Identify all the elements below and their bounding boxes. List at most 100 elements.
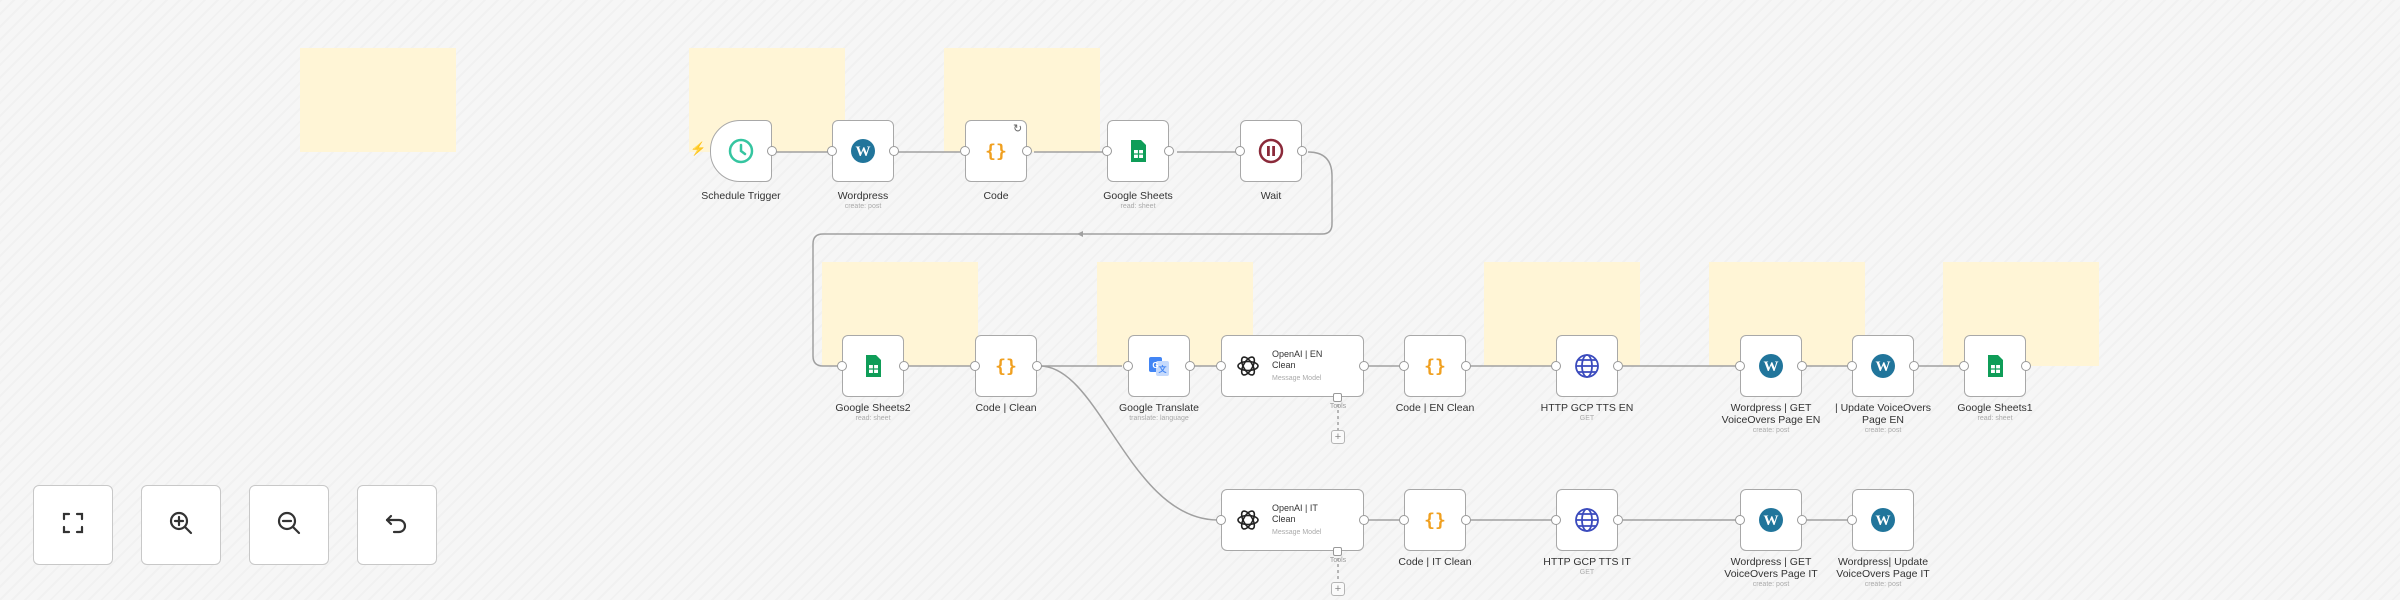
output-handle[interactable] [1185, 361, 1195, 371]
tools-handle[interactable] [1333, 393, 1342, 402]
node-label: Code | EN Clean [1395, 402, 1475, 414]
node-wordpress-get-it[interactable]: W [1740, 489, 1802, 551]
output-handle[interactable] [899, 361, 909, 371]
refresh-icon: ↻ [1013, 123, 1023, 135]
node-code-en-clean[interactable]: {} [1404, 335, 1466, 397]
tools-handle[interactable] [1333, 547, 1342, 556]
output-handle[interactable] [1164, 146, 1174, 156]
openai-icon [1232, 504, 1264, 536]
code-braces-icon: {} [1419, 350, 1451, 382]
node-http-gcp-tts-it[interactable] [1556, 489, 1618, 551]
output-handle[interactable] [1032, 361, 1042, 371]
zoom-out-icon [272, 506, 306, 545]
node-label: Code [983, 190, 1009, 202]
google-sheets-icon [1122, 135, 1154, 167]
output-handle[interactable] [1797, 515, 1807, 525]
node-schedule-trigger[interactable] [710, 120, 772, 182]
node-label: Schedule Trigger [701, 190, 781, 202]
svg-text:{}: {} [995, 356, 1017, 377]
output-handle[interactable] [1909, 361, 1919, 371]
node-label: Code | IT Clean [1398, 556, 1472, 568]
wordpress-icon: W [1755, 504, 1787, 536]
node-code-it-clean[interactable]: {} [1404, 489, 1466, 551]
output-handle[interactable] [1022, 146, 1032, 156]
output-handle[interactable] [2021, 361, 2031, 371]
tools-label: Tools [1329, 557, 1347, 564]
output-handle[interactable] [1359, 515, 1369, 525]
openai-icon [1232, 350, 1264, 382]
input-handle[interactable] [1551, 361, 1561, 371]
output-handle[interactable] [1797, 361, 1807, 371]
node-wordpress-get-en[interactable]: W [1740, 335, 1802, 397]
output-handle[interactable] [767, 146, 777, 156]
node-google-sheets2[interactable] [842, 335, 904, 397]
fit-view-button[interactable] [33, 485, 113, 565]
output-handle[interactable] [1613, 515, 1623, 525]
clock-icon [725, 135, 757, 167]
zoom-out-button[interactable] [249, 485, 329, 565]
add-tool-button[interactable]: + [1331, 582, 1345, 596]
input-handle[interactable] [1399, 515, 1409, 525]
input-handle[interactable] [837, 361, 847, 371]
pause-icon [1255, 135, 1287, 167]
google-sheets-icon [857, 350, 889, 382]
tools-label: Tools [1329, 403, 1347, 410]
input-handle[interactable] [1216, 515, 1226, 525]
code-braces-icon: {} [990, 350, 1022, 382]
output-handle[interactable] [1297, 146, 1307, 156]
wordpress-icon: W [1755, 350, 1787, 382]
output-handle[interactable] [1359, 361, 1369, 371]
node-label: Code | Clean [975, 402, 1037, 414]
node-google-sheets[interactable] [1107, 120, 1169, 182]
node-code-clean[interactable]: {} [975, 335, 1037, 397]
input-handle[interactable] [1735, 515, 1745, 525]
output-handle[interactable] [889, 146, 899, 156]
input-handle[interactable] [827, 146, 837, 156]
output-handle[interactable] [1461, 515, 1471, 525]
input-handle[interactable] [1551, 515, 1561, 525]
add-tool-button[interactable]: + [1331, 430, 1345, 444]
input-handle[interactable] [1735, 361, 1745, 371]
node-wait[interactable] [1240, 120, 1302, 182]
node-http-gcp-tts-en[interactable] [1556, 335, 1618, 397]
node-wordpress[interactable]: W [832, 120, 894, 182]
undo-icon [380, 506, 414, 545]
code-braces-icon: {} [980, 135, 1012, 167]
input-handle[interactable] [960, 146, 970, 156]
output-handle[interactable] [1613, 361, 1623, 371]
output-handle[interactable] [1461, 361, 1471, 371]
svg-text:文: 文 [1159, 364, 1168, 374]
input-handle[interactable] [1847, 361, 1857, 371]
input-handle[interactable] [1847, 515, 1857, 525]
wordpress-icon: W [1867, 350, 1899, 382]
sticky-note[interactable] [300, 48, 456, 152]
input-handle[interactable] [970, 361, 980, 371]
node-wordpress-update-it[interactable]: W [1852, 489, 1914, 551]
zoom-in-icon [164, 506, 198, 545]
undo-button[interactable] [357, 485, 437, 565]
svg-text:G: G [1152, 361, 1158, 370]
globe-icon [1571, 504, 1603, 536]
input-handle[interactable] [1216, 361, 1226, 371]
input-handle[interactable] [1959, 361, 1969, 371]
input-handle[interactable] [1102, 146, 1112, 156]
wordpress-icon: W [1867, 504, 1899, 536]
input-handle[interactable] [1123, 361, 1133, 371]
svg-text:W: W [1876, 359, 1891, 375]
node-wordpress-update-en[interactable]: W [1852, 335, 1914, 397]
node-google-sheets1[interactable] [1964, 335, 2026, 397]
input-handle[interactable] [1235, 146, 1245, 156]
zoom-in-button[interactable] [141, 485, 221, 565]
input-handle[interactable] [1399, 361, 1409, 371]
